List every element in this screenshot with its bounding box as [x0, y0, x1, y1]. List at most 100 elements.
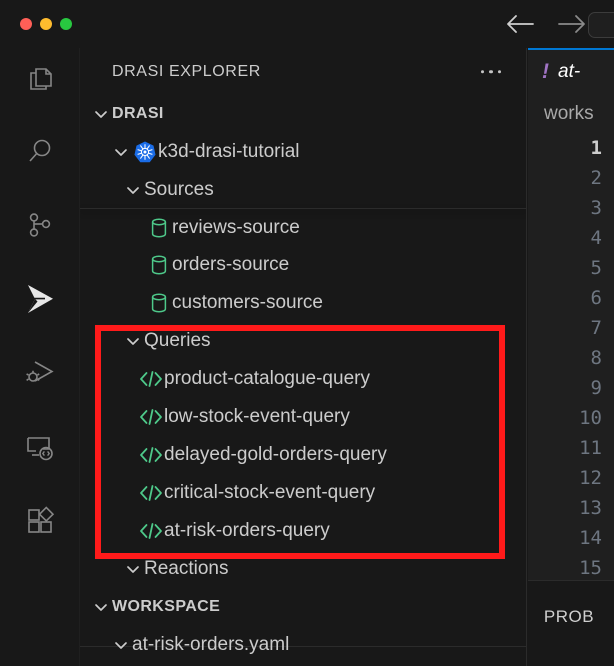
- activity-bar-item-extensions[interactable]: [0, 490, 80, 552]
- line-number: 13: [579, 497, 602, 519]
- chevron-down-icon[interactable]: [122, 558, 144, 580]
- line-number: 15: [579, 557, 602, 578]
- drasi-explorer-sidebar: DRASI EXPLORER DRASI: [80, 48, 527, 666]
- tree-item-queries[interactable]: Queries: [80, 322, 526, 360]
- database-icon: [146, 291, 172, 315]
- code-icon: [138, 368, 164, 390]
- tree-item-label: WORKSPACE: [112, 598, 221, 615]
- database-icon: [146, 253, 172, 277]
- chevron-down-icon[interactable]: [110, 634, 132, 656]
- code-icon: [138, 406, 164, 428]
- line-number: 12: [579, 467, 602, 489]
- window-controls: [20, 18, 72, 30]
- tree-item-label: low-stock-event-query: [164, 406, 350, 427]
- tree-item-label: reviews-source: [172, 216, 300, 238]
- source-control-icon: [25, 210, 55, 240]
- activity-bar-item-remote-explorer[interactable]: [0, 416, 80, 478]
- line-number: 9: [590, 377, 602, 399]
- tree-item-label: at-risk-orders.yaml: [132, 634, 290, 655]
- line-number: 11: [579, 437, 602, 459]
- go-forward-icon[interactable]: [557, 13, 587, 35]
- drasi-tree: DRASI: [80, 95, 526, 664]
- tree-item-reactions[interactable]: Reactions: [80, 550, 526, 588]
- code-icon: [138, 520, 164, 542]
- chevron-down-icon[interactable]: [90, 103, 112, 125]
- tree-item-at-risk-orders-yaml[interactable]: at-risk-orders.yaml: [80, 626, 526, 664]
- tree-item-label: DRASI: [112, 105, 164, 122]
- maximize-window-button[interactable]: [60, 18, 72, 30]
- kubernetes-icon: [132, 140, 158, 164]
- navigation-controls: [505, 0, 587, 48]
- tree-item-label: at-risk-orders-query: [164, 520, 330, 541]
- tree-item-workspace[interactable]: WORKSPACE: [80, 588, 526, 626]
- chevron-down-icon[interactable]: [110, 141, 132, 163]
- sticky-scroll-divider: [80, 208, 526, 209]
- search-icon: [25, 136, 55, 166]
- tree-item-at-risk-orders-query[interactable]: at-risk-orders-query: [80, 512, 526, 550]
- tree-item-k3d-drasi-tutorial[interactable]: k3d-drasi-tutorial: [80, 133, 526, 171]
- activity-indicator: [0, 120, 2, 182]
- tree-item-label: critical-stock-event-query: [164, 482, 376, 503]
- tree-item-label: customers-source: [172, 292, 323, 313]
- activity-bar-item-search[interactable]: [0, 120, 80, 182]
- panel-tab-problems[interactable]: PROB: [543, 607, 595, 626]
- minimize-window-button[interactable]: [40, 18, 52, 30]
- tree-item-customers-source[interactable]: customers-source: [80, 284, 526, 322]
- activity-indicator: [0, 490, 2, 552]
- go-back-icon[interactable]: [505, 13, 535, 35]
- sidebar-header: DRASI EXPLORER: [80, 48, 526, 95]
- activity-indicator: [0, 48, 2, 110]
- activity-indicator: [0, 342, 2, 404]
- line-number: 6: [590, 287, 602, 309]
- command-center-search-box[interactable]: [588, 12, 614, 38]
- drasi-arrow-icon: [23, 282, 57, 316]
- activity-bar-item-run-and-debug[interactable]: [0, 342, 80, 404]
- line-number: 7: [590, 317, 602, 339]
- tree-item-low-stock-event-query[interactable]: low-stock-event-query: [80, 398, 526, 436]
- activity-bar-item-source-control[interactable]: [0, 194, 80, 256]
- tree-item-label: product-catalogue-query: [164, 368, 370, 389]
- activity-indicator: [0, 194, 2, 256]
- extensions-icon: [25, 506, 55, 536]
- activity-indicator: [0, 268, 2, 330]
- tree-item-reviews-source[interactable]: reviews-source: [80, 209, 526, 246]
- database-icon: [146, 216, 172, 240]
- tree-item-drasi[interactable]: DRASI: [80, 95, 526, 133]
- breadcrumb[interactable]: works: [544, 103, 594, 124]
- tree-item-product-catalogue-query[interactable]: product-catalogue-query: [80, 360, 526, 398]
- chevron-down-icon[interactable]: [122, 330, 144, 352]
- activity-indicator: [0, 416, 2, 478]
- tree-item-delayed-gold-orders-query[interactable]: delayed-gold-orders-query: [80, 436, 526, 474]
- line-number: 10: [579, 407, 602, 429]
- run-and-debug-icon: [24, 357, 56, 389]
- section-divider: [80, 646, 526, 647]
- title-bar: [0, 0, 614, 48]
- activity-bar-item-explorer[interactable]: [0, 48, 80, 110]
- chevron-down-icon[interactable]: [122, 179, 144, 201]
- editor-area: ! at- works 1 2 3 4 5 6 7 8 9 10 11 12 1…: [528, 48, 614, 666]
- tree-item-sources[interactable]: Sources: [80, 171, 526, 209]
- tree-item-label: delayed-gold-orders-query: [164, 444, 387, 465]
- editor-tab-label: at-: [558, 61, 581, 82]
- activity-bar: [0, 48, 80, 666]
- editor-tab-at-risk-orders-yaml[interactable]: ! at-: [528, 48, 614, 94]
- close-window-button[interactable]: [20, 18, 32, 30]
- tree-item-label: Reactions: [144, 558, 229, 579]
- line-number: 2: [590, 167, 602, 189]
- line-number: 1: [590, 137, 602, 159]
- line-number: 14: [579, 527, 602, 549]
- chevron-down-icon[interactable]: [90, 596, 112, 618]
- activity-bar-item-drasi[interactable]: [0, 268, 80, 330]
- code-editor[interactable]: 1 2 3 4 5 6 7 8 9 10 11 12 13 14 15: [528, 134, 614, 578]
- line-number: 3: [590, 197, 602, 219]
- tree-item-label: Sources: [144, 179, 214, 200]
- line-number: 8: [590, 347, 602, 369]
- tree-item-orders-source[interactable]: orders-source: [80, 246, 526, 284]
- sidebar-title: DRASI EXPLORER: [112, 62, 261, 80]
- files-icon: [25, 64, 55, 94]
- tree-item-critical-stock-event-query[interactable]: critical-stock-event-query: [80, 474, 526, 512]
- line-number: 4: [590, 227, 602, 249]
- line-number: 5: [590, 257, 602, 279]
- more-actions-icon[interactable]: [475, 64, 508, 80]
